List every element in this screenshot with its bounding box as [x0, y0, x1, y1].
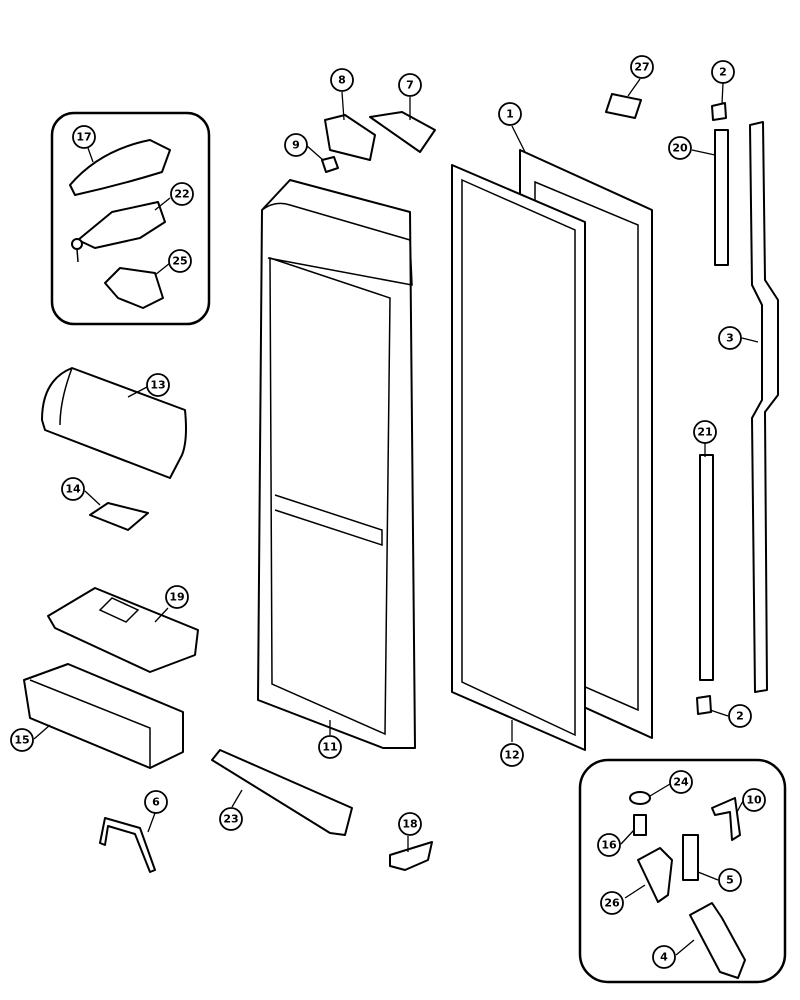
callout-8: 8	[330, 68, 354, 92]
svg-text:20: 20	[672, 142, 688, 155]
svg-text:11: 11	[322, 741, 337, 754]
part-23-door-shelf	[211, 749, 353, 836]
svg-text:9: 9	[292, 139, 300, 152]
svg-text:14: 14	[65, 483, 81, 496]
callout-17: 17	[72, 125, 96, 149]
part-21-trim-strip	[699, 454, 714, 681]
callout-26: 26	[600, 891, 624, 915]
svg-text:2: 2	[736, 710, 744, 723]
leader-lines	[33, 78, 759, 956]
svg-text:19: 19	[169, 591, 184, 604]
part-6-bin-clip	[99, 817, 156, 873]
callout-24: 24	[669, 770, 693, 794]
callout-21: 21	[693, 420, 717, 444]
part-10-hinge-bracket	[711, 797, 741, 841]
callout-15: 15	[10, 728, 34, 752]
svg-text:6: 6	[152, 796, 160, 809]
callout-19: 19	[165, 585, 189, 609]
svg-text:7: 7	[406, 79, 414, 92]
part-25-hinge-plate	[104, 267, 164, 309]
callout-10: 10	[742, 788, 766, 812]
callout-16: 16	[597, 833, 621, 857]
callout-23: 23	[219, 807, 243, 831]
callout-5: 5	[718, 868, 742, 892]
svg-text:1: 1	[506, 108, 514, 121]
callout-6: 6	[144, 790, 168, 814]
callout-12: 12	[500, 743, 524, 767]
inset-box-hinge-hardware	[578, 758, 787, 984]
callout-11: 11	[318, 735, 342, 759]
svg-text:12: 12	[504, 749, 519, 762]
part-2-cap-bottom	[696, 695, 712, 715]
svg-text:27: 27	[634, 61, 649, 74]
part-8-bracket	[324, 114, 376, 161]
part-16-hinge-pin	[633, 814, 647, 836]
svg-text:16: 16	[601, 839, 617, 852]
part-22-bolt	[71, 238, 83, 250]
callout-7: 7	[398, 73, 422, 97]
svg-text:4: 4	[660, 951, 668, 964]
svg-text:15: 15	[14, 734, 29, 747]
svg-text:18: 18	[402, 818, 417, 831]
part-11-door-liner	[257, 179, 416, 749]
svg-text:2: 2	[719, 66, 727, 79]
svg-text:5: 5	[726, 874, 734, 887]
callout-1: 1	[498, 102, 522, 126]
svg-text:13: 13	[150, 379, 165, 392]
callout-4: 4	[652, 945, 676, 969]
callout-14: 14	[61, 477, 85, 501]
inset-box-hinge-covers	[50, 111, 211, 326]
svg-text:21: 21	[697, 426, 712, 439]
part-3-door-handle-trim	[749, 121, 779, 693]
callout-20: 20	[668, 136, 692, 160]
part-19-egg-tray	[47, 587, 199, 673]
svg-text:24: 24	[673, 776, 689, 789]
part-17-hinge-cover	[69, 139, 171, 196]
part-18-shelf-end	[389, 841, 433, 871]
part-22-hinge-plate	[77, 201, 166, 249]
part-4-hinge-cover	[689, 902, 746, 979]
svg-text:8: 8	[338, 74, 346, 87]
part-26-hinge-block	[637, 847, 673, 903]
part-2-cap-top	[711, 102, 727, 121]
callout-3: 3	[718, 326, 742, 350]
callout-18: 18	[398, 812, 422, 836]
part-12-door-gasket	[451, 164, 586, 751]
part-7-hinge-pin	[369, 111, 436, 153]
callout-13: 13	[146, 373, 170, 397]
part-5-hinge-shim	[682, 834, 699, 881]
callout-2-top: 2	[711, 60, 735, 84]
part-9-stop	[321, 156, 339, 173]
part-15-door-bin	[23, 663, 184, 769]
callout-25: 25	[168, 249, 192, 273]
callout-27: 27	[630, 55, 654, 79]
svg-text:17: 17	[76, 131, 91, 144]
svg-text:3: 3	[726, 332, 734, 345]
svg-text:26: 26	[604, 897, 620, 910]
svg-text:22: 22	[174, 188, 189, 201]
callout-2-bottom: 2	[728, 704, 752, 728]
part-20-trim-strip	[714, 129, 729, 266]
svg-text:25: 25	[172, 255, 187, 268]
part-14-bin-divider	[89, 502, 149, 531]
part-13-bin-cover	[41, 367, 187, 479]
callout-22: 22	[170, 182, 194, 206]
part-24-washer	[629, 791, 651, 805]
svg-text:23: 23	[223, 813, 238, 826]
part-27-label	[605, 93, 642, 119]
svg-text:10: 10	[746, 794, 762, 807]
callout-9: 9	[284, 133, 308, 157]
